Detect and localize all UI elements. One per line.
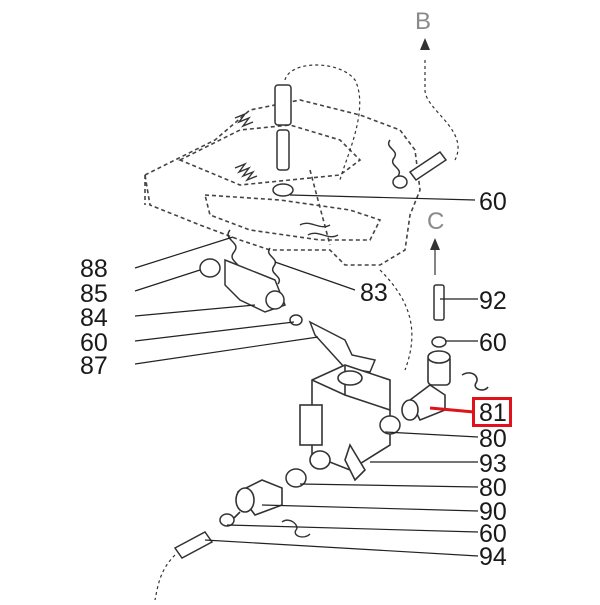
- part-label-60: 60: [479, 520, 507, 548]
- part-label-85: 85: [80, 280, 108, 308]
- clip-60d: [281, 519, 311, 538]
- part-label-84: 84: [80, 304, 108, 332]
- ring-80b: [285, 468, 307, 488]
- connector-label-b: B: [415, 8, 432, 35]
- part-label-81: 81: [479, 399, 507, 427]
- part-label-88: 88: [80, 255, 108, 283]
- part-label-80: 80: [479, 474, 507, 502]
- leader-lines: [134, 194, 479, 557]
- pump-block: [144, 99, 421, 266]
- solenoid-valve: [299, 364, 391, 482]
- part-label-60: 60: [479, 329, 507, 357]
- highlight-box: [472, 397, 512, 427]
- top-pin: [272, 84, 294, 197]
- part-label-83: 83: [360, 279, 388, 307]
- part-label-94: 94: [479, 543, 507, 571]
- loop-hose: [284, 64, 361, 181]
- pipe-94: [173, 531, 214, 559]
- ring-60d: [219, 513, 235, 527]
- fitting-b: [387, 139, 448, 189]
- arrow-c: [430, 238, 440, 250]
- right-hose: [379, 269, 413, 371]
- arrow-b: [420, 38, 430, 50]
- fitting-90: [231, 479, 283, 521]
- part-label-87: 87: [80, 352, 108, 380]
- elbow-fitting-81: [401, 350, 489, 422]
- springs: [234, 112, 339, 238]
- ring-80a: [379, 415, 401, 435]
- part-label-60: 60: [80, 329, 108, 357]
- part-label-90: 90: [479, 498, 507, 526]
- leader-81: [429, 406, 475, 414]
- pressure-pipe-assembly: [199, 229, 377, 373]
- part-label-93: 93: [479, 450, 507, 478]
- connector-label-c: C: [427, 208, 445, 235]
- pin-92: [431, 284, 447, 348]
- hose-b: [424, 60, 459, 161]
- part-label-92: 92: [479, 287, 507, 315]
- part-label-60: 60: [479, 188, 507, 216]
- lower-hose: [154, 554, 176, 601]
- part-label-80: 80: [479, 425, 507, 453]
